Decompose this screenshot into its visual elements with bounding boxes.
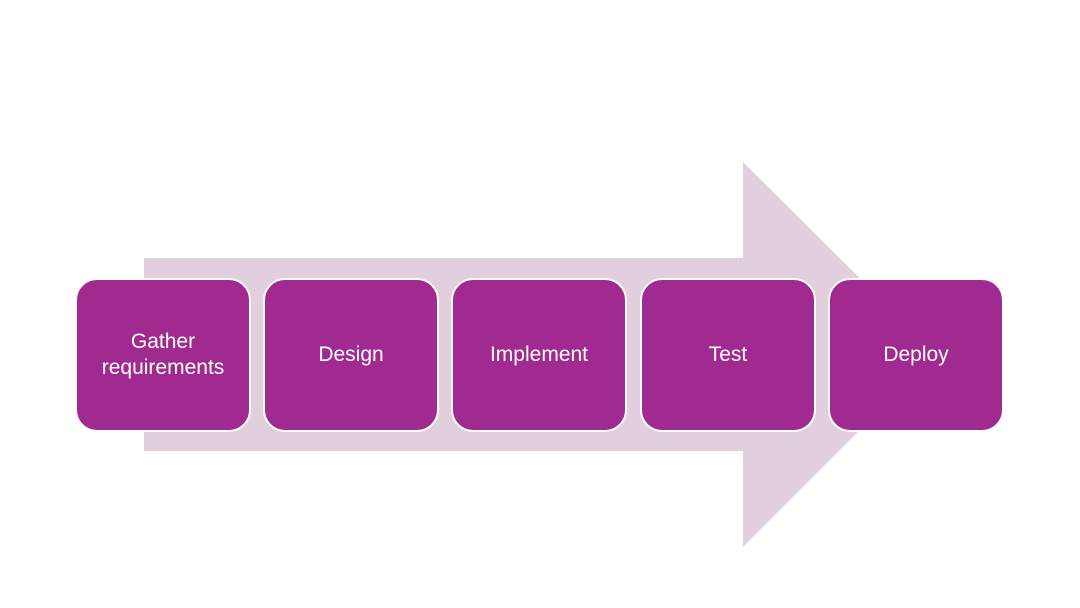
step-gather-requirements: Gather requirements: [75, 278, 251, 432]
step-design: Design: [263, 278, 439, 432]
step-label: Implement: [489, 343, 589, 366]
step-label: Gather requirements: [101, 330, 225, 379]
step-label: Design: [318, 343, 384, 366]
step-label: Deploy: [883, 343, 949, 366]
step-test: Test: [640, 278, 816, 432]
step-implement: Implement: [451, 278, 627, 432]
step-label: Test: [708, 343, 748, 366]
step-deploy: Deploy: [828, 278, 1004, 432]
